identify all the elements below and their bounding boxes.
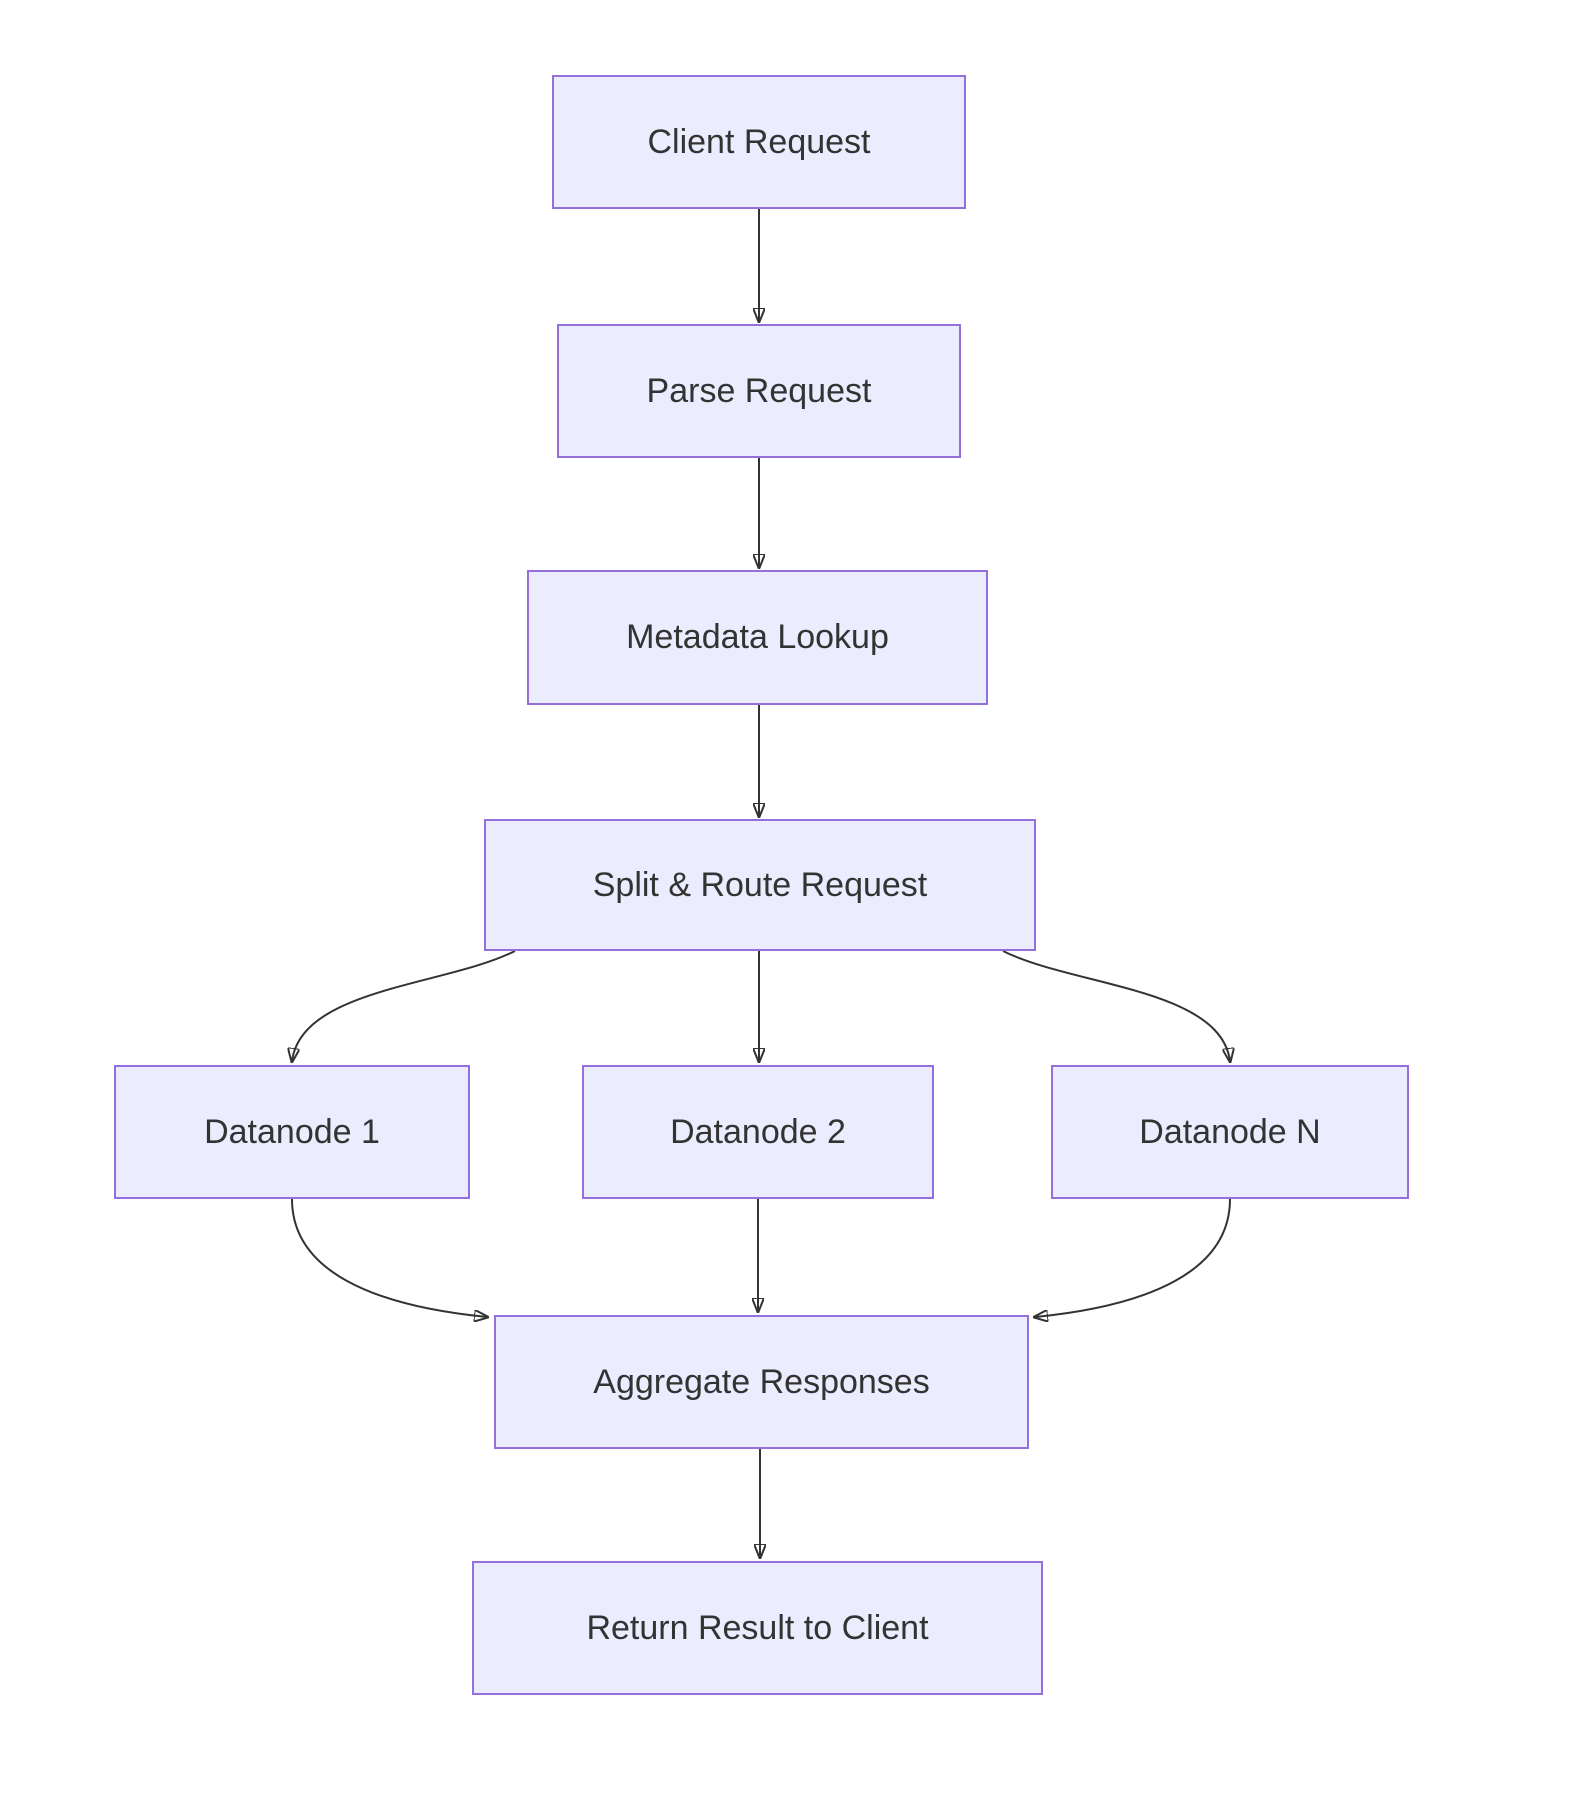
node-label: Client Request [647, 122, 871, 161]
edge-split-route-request-to-datanode-n [1002, 950, 1230, 1061]
node-metadata-lookup: Metadata Lookup [527, 570, 988, 705]
node-label: Parse Request [646, 371, 872, 410]
node-return-result-to-client: Return Result to Client [472, 1561, 1043, 1695]
node-parse-request: Parse Request [557, 324, 961, 458]
edge-datanode-1-to-aggregate-responses [291, 1198, 487, 1317]
node-label: Datanode N [1139, 1112, 1321, 1151]
edge-split-route-request-to-datanode-1 [292, 950, 516, 1061]
node-datanode-n: Datanode N [1051, 1065, 1409, 1199]
node-split-route-request: Split & Route Request [484, 819, 1036, 951]
node-label: Aggregate Responses [593, 1362, 930, 1401]
node-label: Return Result to Client [586, 1608, 929, 1647]
node-label: Metadata Lookup [626, 618, 889, 657]
node-client-request: Client Request [552, 75, 966, 209]
node-datanode-2: Datanode 2 [582, 1065, 934, 1199]
node-label: Datanode 1 [204, 1112, 380, 1151]
node-aggregate-responses: Aggregate Responses [494, 1315, 1029, 1449]
node-datanode-1: Datanode 1 [114, 1065, 470, 1199]
node-label: Split & Route Request [592, 865, 928, 904]
node-label: Datanode 2 [670, 1112, 846, 1151]
edge-datanode-n-to-aggregate-responses [1035, 1198, 1231, 1317]
